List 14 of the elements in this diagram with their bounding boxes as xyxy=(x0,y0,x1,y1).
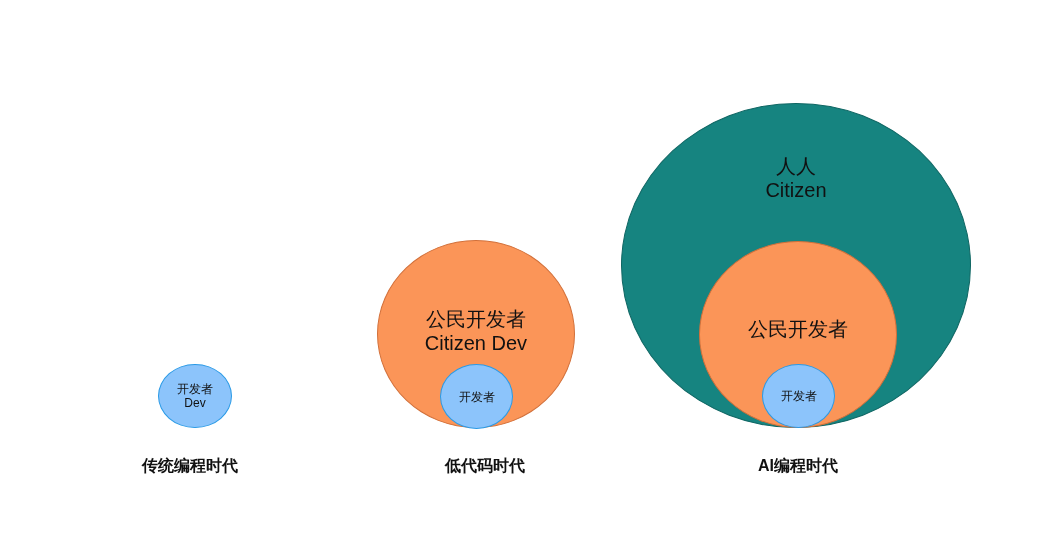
ellipse-label: 开发者 xyxy=(177,382,213,397)
ellipse xyxy=(440,364,513,429)
era-caption: 传统编程时代 xyxy=(142,456,238,476)
ellipse-label: Citizen Dev xyxy=(424,331,528,355)
ellipse xyxy=(762,364,835,428)
ellipse-label: 公民开发者 xyxy=(748,317,848,341)
ellipse-label: 开发者 xyxy=(458,390,495,405)
era-caption: AI编程时代 xyxy=(758,456,838,476)
ellipse-label: Citizen xyxy=(765,178,827,202)
ellipse-label: Dev xyxy=(184,396,206,411)
ellipse-label: 人人 xyxy=(776,154,816,178)
era-caption: 低代码时代 xyxy=(445,456,525,476)
ellipse-label: 公民开发者 xyxy=(426,307,526,331)
ellipse-label: 开发者 xyxy=(780,389,817,404)
